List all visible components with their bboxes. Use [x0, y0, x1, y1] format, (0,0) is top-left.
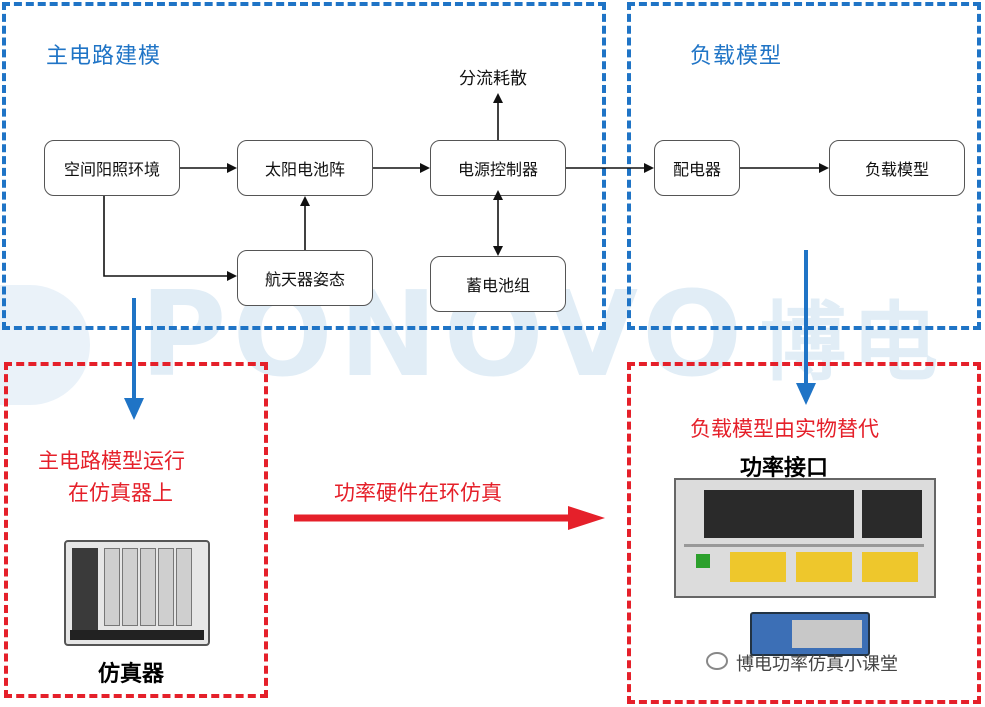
- main-circuit-title: 主电路建模: [46, 44, 162, 69]
- simulator-chassis-image: [64, 540, 210, 646]
- node-power-controller: 电源控制器: [430, 140, 566, 196]
- node-shunt-dissipation: 分流耗散: [459, 69, 527, 89]
- ponovo-watermark-cn: 博电: [760, 293, 944, 393]
- main-circuit-region: [2, 2, 606, 330]
- arrow-env-to-attitude: [103, 196, 237, 281]
- node-distributor: 配电器: [654, 140, 740, 196]
- node-space-environment: 空间阳照环境: [44, 140, 180, 196]
- node-battery-pack: 蓄电池组: [430, 256, 566, 312]
- load-unit-device-image: [750, 612, 870, 656]
- simulator-label: 仿真器: [98, 662, 165, 687]
- wechat-icon: [706, 652, 728, 670]
- node-spacecraft-attitude: 航天器姿态: [237, 250, 373, 306]
- wechat-footer-label: 博电功率仿真小课堂: [736, 654, 898, 675]
- node-solar-array: 太阳电池阵: [237, 140, 373, 196]
- power-interface-device-image: [674, 478, 936, 598]
- load-model-title: 负载模型: [690, 44, 783, 69]
- simulator-run-label-1: 主电路模型运行: [38, 449, 185, 473]
- physical-load-label: 负载模型由实物替代: [690, 417, 879, 441]
- simulator-run-label-2: 在仿真器上: [68, 481, 173, 505]
- phil-label: 功率硬件在环仿真: [334, 481, 502, 505]
- node-load-model: 负载模型: [829, 140, 965, 196]
- power-interface-label: 功率接口: [740, 456, 829, 481]
